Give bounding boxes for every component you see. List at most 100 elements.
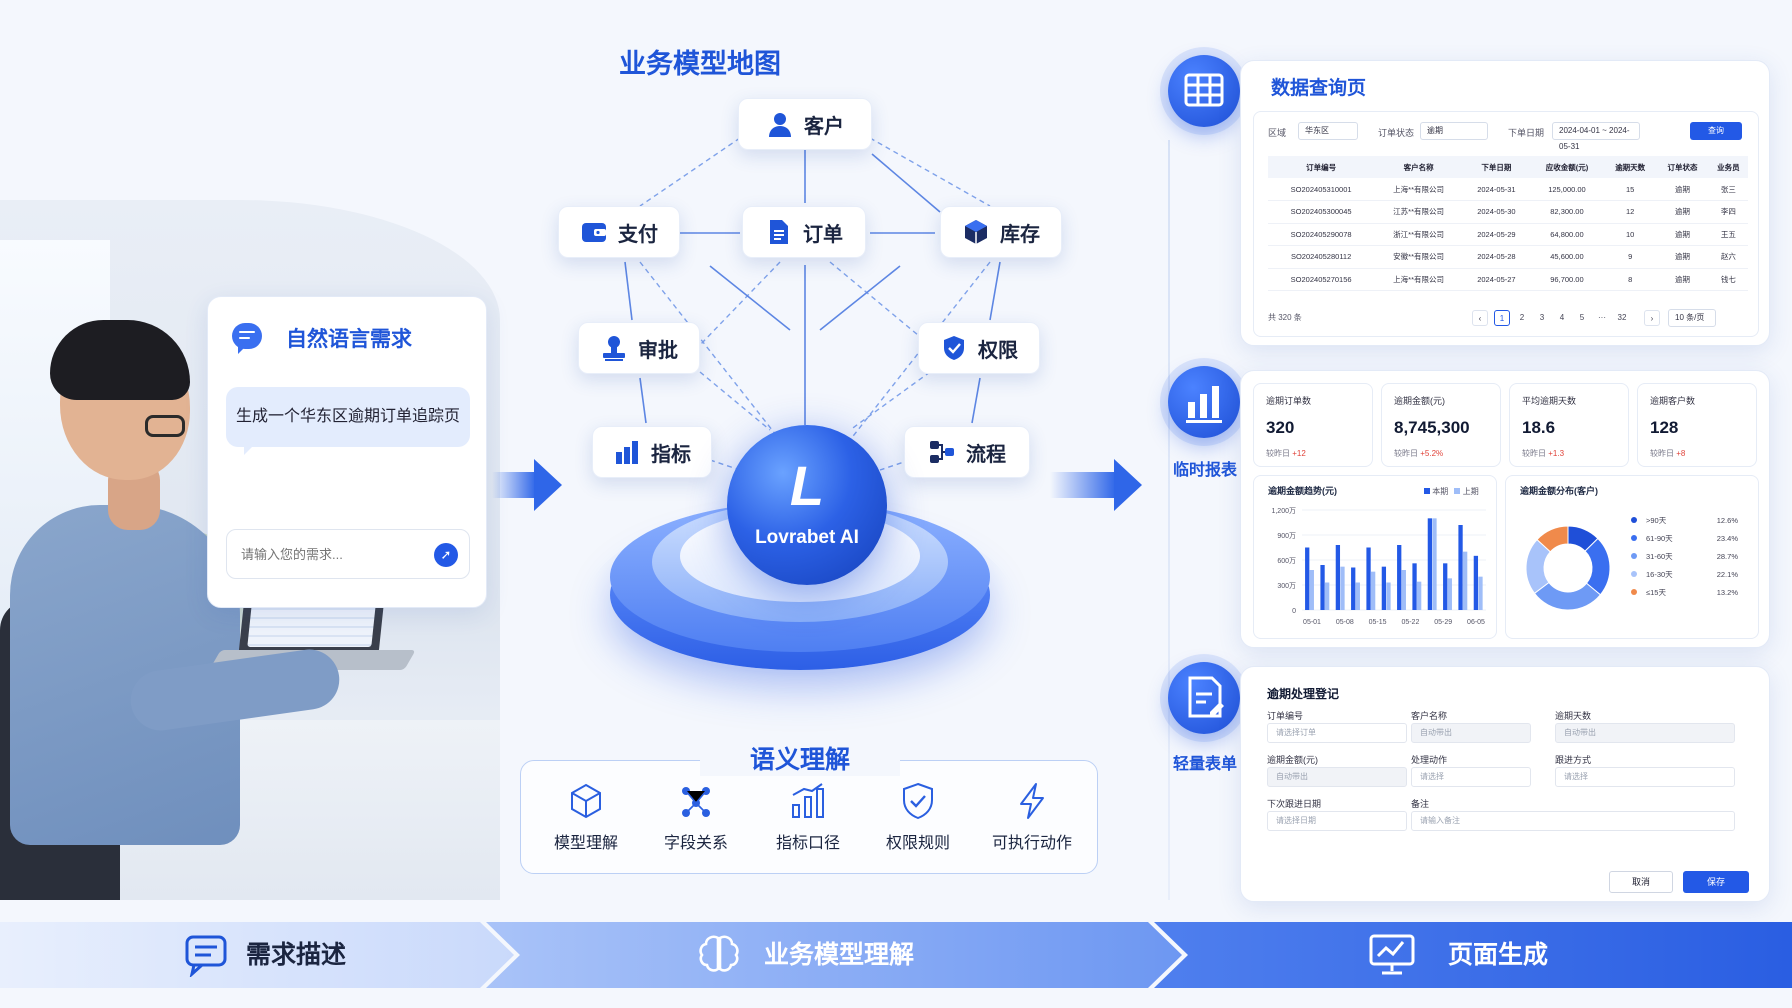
legend-swatch [1631,535,1637,541]
prev-page-button[interactable]: ‹ [1472,310,1488,326]
semantic-box: 模型理解 字段关系 指标口径 权限规则 可执行动作 [520,760,1098,874]
table-cell: 45,600.00 [1529,245,1605,269]
node-metric[interactable]: 指标 [592,426,712,478]
bar-上期-05-29 [1432,518,1437,610]
send-arrow-icon[interactable]: ➚ [434,543,458,567]
x-tick-label: 05-15 [1369,619,1387,626]
nl-request-input[interactable] [226,529,470,579]
form-field-input[interactable]: 请选择日期 [1267,811,1407,831]
query-button[interactable]: 查询 [1690,122,1742,140]
table-icon [1168,55,1240,127]
legend-percent: 23.4% [1717,534,1739,543]
region-select[interactable]: 华东区 [1298,122,1358,140]
bar-本期-05-16 [1381,566,1387,610]
table-cell: 82,300.00 [1529,200,1605,224]
node-order[interactable]: 订单 [742,206,866,258]
legend-percent: 28.7% [1717,552,1739,561]
table-cell: SO202405300045 [1268,200,1375,224]
form-field-label: 订单编号 [1267,711,1304,721]
node-approval[interactable]: 审批 [578,322,700,374]
bar-本期-05-22 [1397,545,1402,610]
legend-swatch [1631,517,1637,523]
cancel-button[interactable]: 取消 [1609,871,1673,893]
form-card: 逾期处理登记 订单编号请选择订单客户名称自动带出逾期天数自动带出逾期金额(元)自… [1240,666,1770,902]
bar-本期-05-08 [1335,545,1341,610]
kpi-value: 320 [1266,418,1295,437]
shield-check-outline-icon [898,781,938,821]
pie-chart-title: 逾期金额分布(客户) [1520,486,1598,496]
query-page-title: 数据查询页 [1271,78,1367,99]
x-tick-label: 05-22 [1401,619,1419,626]
table-cell: 王五 [1708,223,1748,246]
x-tick-label: 06-05 [1467,619,1485,626]
form-field-input[interactable]: 请选择 [1411,767,1531,787]
report-chart-icon [1168,366,1240,438]
legend-percent: 13.2% [1717,588,1739,597]
y-tick-label: 1,200万 [1271,507,1296,515]
bar-本期-05-09 [1351,567,1356,610]
node-payment[interactable]: 支付 [558,206,680,258]
page-button[interactable]: 1 [1494,310,1510,326]
kpi-compare: 较昨日 +5.2% [1394,449,1444,458]
bar-本期-05-15 [1366,547,1371,610]
next-page-button[interactable]: › [1644,310,1660,326]
form-field-input[interactable]: 请选择 [1555,767,1735,787]
table-cell: 2024-05-30 [1462,200,1530,224]
page-size-select[interactable]: 10 条/页 [1668,309,1716,327]
table-cell: 2024-05-31 [1462,178,1530,201]
flow-arrow-1 [492,459,562,511]
y-tick-label: 900万 [1277,532,1296,540]
table-cell: 李四 [1708,200,1748,224]
kpi-label: 逾期客户数 [1650,396,1696,406]
lovrabet-ai-core: L Lovrabet AI [727,425,887,585]
bar-本期-06-05 [1458,525,1463,610]
node-permission[interactable]: 权限 [918,322,1040,374]
page-button[interactable]: ··· [1598,313,1606,322]
semantic-title: 语义理解 [700,740,900,776]
page-button[interactable]: 4 [1559,313,1565,322]
form-field-input[interactable]: 请输入备注 [1411,811,1735,831]
date-range-picker[interactable]: 2024-04-01 ~ 2024-05-31 [1552,122,1640,151]
table-header-cell: 逾期天数 [1604,156,1657,178]
page-button[interactable]: 5 [1579,313,1585,322]
save-button[interactable]: 保存 [1683,871,1749,893]
bar-上期-05-09 [1355,582,1360,610]
form-field-input[interactable]: 请选择订单 [1267,723,1407,743]
kpi-delta: +5.2% [1420,449,1444,458]
table-cell: 逾期 [1656,245,1709,269]
table-cell: 2024-05-27 [1462,268,1530,291]
page-button[interactable]: 3 [1539,313,1545,322]
legend-percent: 12.6% [1717,516,1739,525]
semantic-item-metric: 指标口径 [753,781,863,853]
table-cell: 张三 [1708,178,1748,201]
table-cell: 赵六 [1708,245,1748,269]
form-field-label: 跟进方式 [1555,755,1592,765]
table-cell: 10 [1604,223,1657,246]
table-cell: SO202405290078 [1268,223,1375,246]
flow-icon [928,438,956,466]
table-cell: 上海**有限公司 [1374,268,1463,291]
relation-nodes-icon [676,781,716,821]
bar-上期-05-02 [1325,582,1330,610]
node-customer[interactable]: 客户 [738,98,872,150]
kpi-value: 128 [1650,418,1679,437]
kpi-label: 逾期订单数 [1266,396,1312,406]
bar-本期-05-23 [1412,563,1417,610]
semantic-item-action: 可执行动作 [977,781,1087,853]
page-button[interactable]: 2 [1519,313,1525,322]
page-button[interactable]: 32 [1617,313,1627,322]
kpi-label: 平均逾期天数 [1522,396,1577,406]
node-process[interactable]: 流程 [904,426,1030,478]
status-select[interactable]: 逾期 [1420,122,1488,140]
table-cell: 逾期 [1656,200,1709,224]
node-inventory[interactable]: 库存 [940,206,1062,258]
form-field-label: 下次跟进日期 [1267,799,1322,809]
